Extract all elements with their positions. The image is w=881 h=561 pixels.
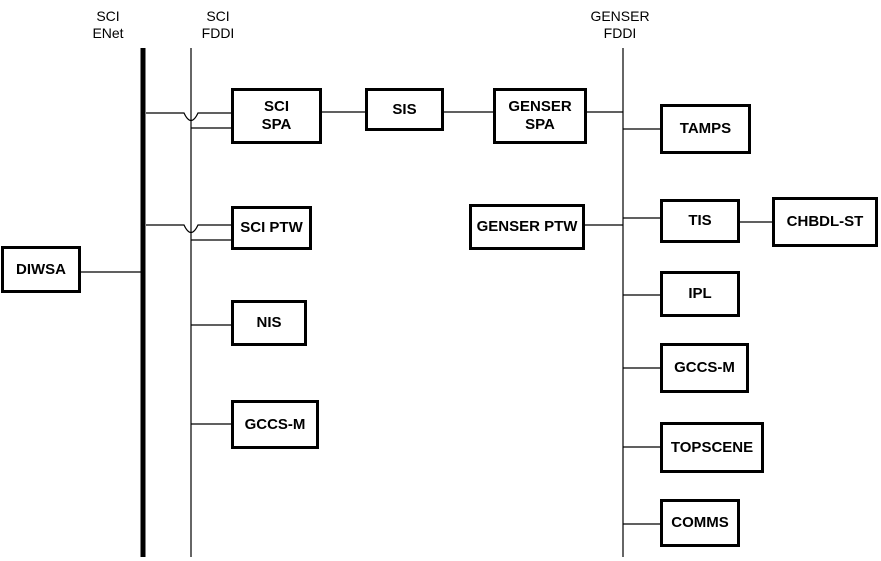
node-gccs-m-sci: GCCS-M xyxy=(231,400,319,449)
node-diwsa: DIWSA xyxy=(1,246,81,293)
node-sis: SIS xyxy=(365,88,444,131)
node-chbdl-st: CHBDL-ST xyxy=(772,197,878,247)
node-genser-spa-label: GENSER SPA xyxy=(508,98,572,133)
link-enet-sci-spa xyxy=(146,112,231,122)
node-genser-spa: GENSER SPA xyxy=(493,88,587,144)
node-topscene-label: TOPSCENE xyxy=(670,438,754,456)
node-sis-label: SIS xyxy=(392,100,417,118)
node-tamps-label: TAMPS xyxy=(679,120,732,137)
node-gccs-m-genser: GCCS-M xyxy=(660,343,749,393)
label-sci-fddi: SCI FDDI xyxy=(201,8,235,41)
node-diwsa-label: DIWSA xyxy=(16,260,66,278)
node-sci-spa: SCI SPA xyxy=(231,88,322,144)
node-tamps: TAMPS xyxy=(660,104,751,154)
node-comms: COMMS xyxy=(660,499,740,547)
node-tis-label: TIS xyxy=(688,212,712,229)
node-sci-ptw: SCI PTW xyxy=(231,206,312,250)
label-sci-enet: SCI ENet xyxy=(92,8,124,41)
node-nis: NIS xyxy=(231,300,307,346)
node-ipl: IPL xyxy=(660,271,740,317)
node-genser-ptw-label: GENSER PTW xyxy=(476,218,578,235)
node-sci-spa-label: SCI SPA xyxy=(261,98,292,133)
node-sci-ptw-label: SCI PTW xyxy=(240,219,303,236)
node-tis: TIS xyxy=(660,199,740,243)
node-genser-ptw: GENSER PTW xyxy=(469,204,585,250)
node-ipl-label: IPL xyxy=(688,285,712,302)
node-nis-label: NIS xyxy=(256,314,282,331)
node-gccs-m-genser-label: GCCS-M xyxy=(674,359,735,376)
link-enet-sci-ptw xyxy=(146,224,231,234)
label-genser-fddi: GENSER FDDI xyxy=(590,8,650,41)
node-gccs-m-sci-label: GCCS-M xyxy=(244,415,306,433)
node-chbdl-st-label: CHBDL-ST xyxy=(786,213,864,230)
node-topscene: TOPSCENE xyxy=(660,422,764,473)
node-comms-label: COMMS xyxy=(671,514,729,531)
